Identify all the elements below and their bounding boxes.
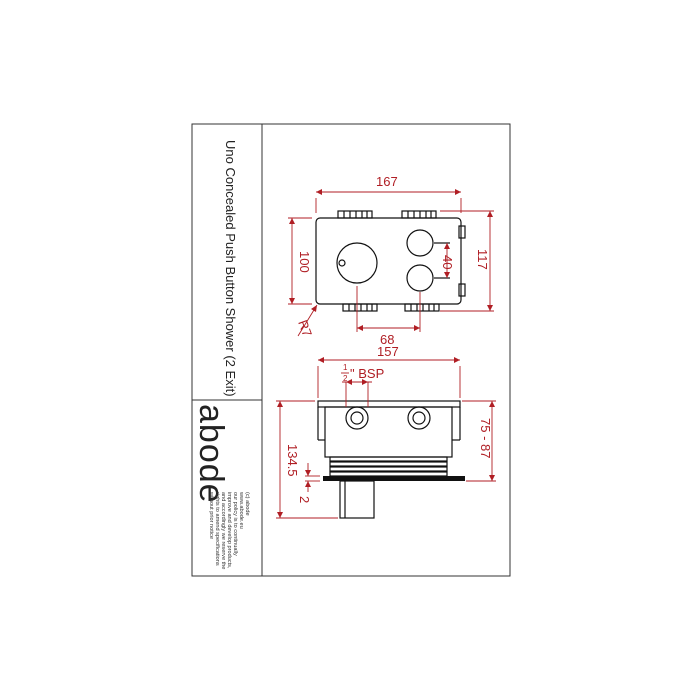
product-title: Uno Concealed Push Button Shower (2 Exit… bbox=[223, 140, 238, 397]
brand-logo: abode bbox=[192, 404, 230, 504]
spindle-sleeve bbox=[339, 480, 375, 519]
footer-line: www.abode.eu bbox=[238, 491, 244, 529]
footer-line: our policy is to continually bbox=[232, 492, 238, 556]
dim-adjust-range: 75 - 87 bbox=[478, 418, 493, 458]
footer-line: rights to amend specifications bbox=[214, 492, 220, 566]
bsp-fraction-den: 2 bbox=[343, 374, 348, 383]
dim-front-width: 167 bbox=[376, 174, 398, 189]
side-view bbox=[317, 400, 465, 519]
bottom-connectors bbox=[342, 303, 440, 312]
bsp-label: " BSP bbox=[350, 366, 384, 381]
dim-small-offset: 2 bbox=[297, 496, 312, 503]
footer-line: (c) abode bbox=[244, 492, 250, 516]
footer-line: improve and develop products, bbox=[226, 492, 232, 569]
dim-total-height: 134.5 bbox=[285, 444, 300, 477]
side-lug bbox=[458, 225, 466, 239]
dim-top-width: 157 bbox=[377, 344, 399, 359]
outlet-right bbox=[407, 406, 431, 430]
footer-line: and accordingly we reserve the bbox=[220, 492, 226, 569]
sheet-frame bbox=[191, 123, 511, 577]
dim-radius: R7 bbox=[295, 318, 315, 339]
footer-notes: (c) abode www.abode.eu our policy is to … bbox=[208, 491, 250, 569]
dim-front-height: 100 bbox=[297, 251, 312, 273]
base-plate bbox=[323, 476, 465, 481]
side-lug bbox=[458, 283, 466, 297]
knob-indicator bbox=[338, 259, 346, 267]
outlet-left-bore bbox=[350, 411, 364, 425]
sleeve-ribs bbox=[329, 456, 448, 477]
mounting-flange bbox=[317, 400, 461, 408]
front-dimensions: 167 100 117 40 68 R7 bbox=[288, 174, 494, 347]
push-button-top bbox=[406, 229, 434, 257]
side-dimensions: 157 1 2 " BSP 134.5 75 - 87 2 bbox=[276, 344, 496, 519]
footer-line: without prior notice bbox=[208, 491, 214, 539]
front-view bbox=[315, 210, 466, 312]
valve-body bbox=[324, 406, 453, 458]
dim-button-spacing-v: 40 bbox=[440, 255, 455, 269]
thermostat-knob bbox=[336, 242, 378, 284]
outlet-right-bore bbox=[412, 411, 426, 425]
bsp-fraction-num: 1 bbox=[343, 363, 348, 372]
dim-front-depth: 117 bbox=[475, 249, 490, 270]
outlet-left bbox=[345, 406, 369, 430]
front-body bbox=[315, 217, 462, 305]
top-connectors bbox=[337, 210, 437, 219]
push-button-bottom bbox=[406, 264, 434, 292]
dim-button-spacing-h: 68 bbox=[380, 332, 394, 347]
